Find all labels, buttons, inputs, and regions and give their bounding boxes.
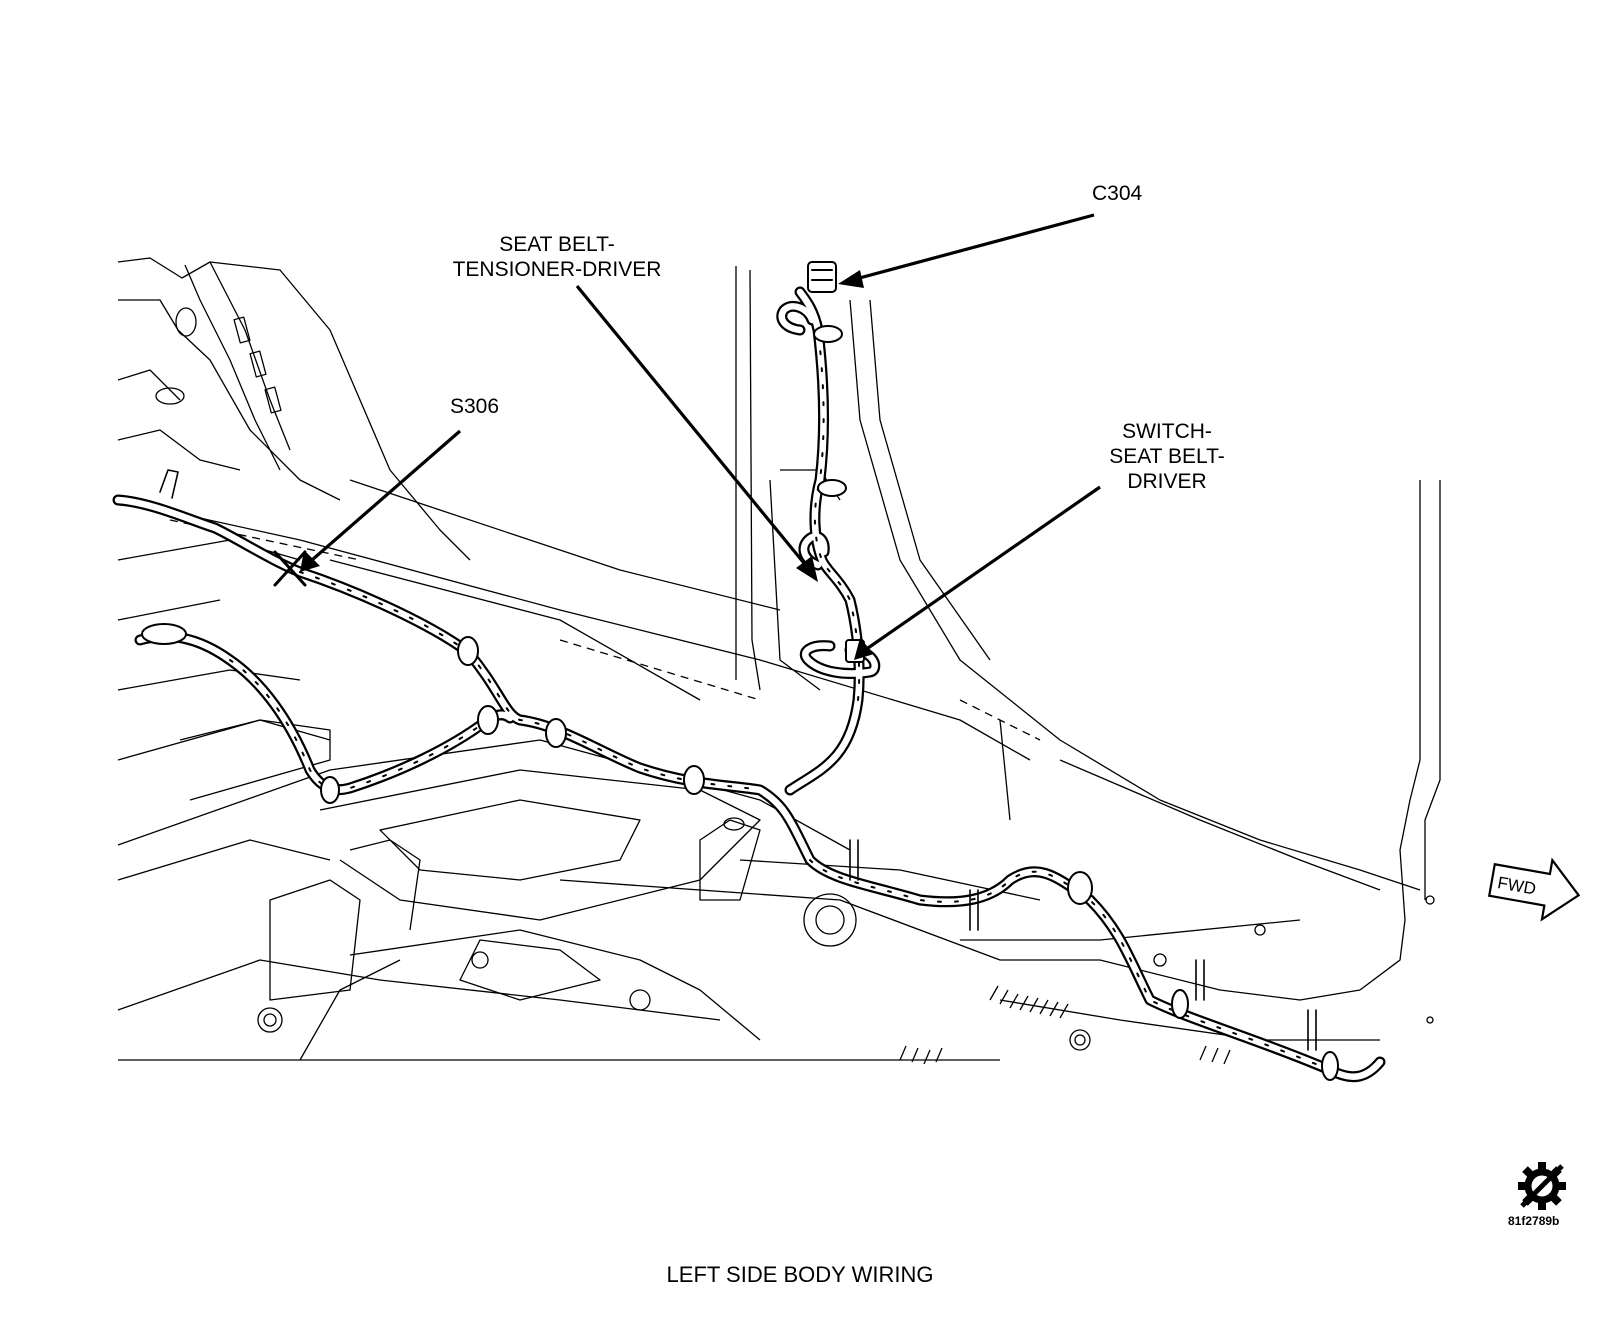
label-switch-seat-belt-line-1: SWITCH- [1122, 420, 1212, 443]
label-seat-belt-tensioner-line-2: TENSIONER-DRIVER [452, 258, 662, 281]
vehicle-body-outline [117, 257, 1441, 1065]
forward-arrow-icon: FWD [1487, 857, 1581, 922]
connector-c304-shape [807, 261, 837, 293]
label-s306: S306 [450, 395, 500, 418]
leader-arrowheads [300, 270, 874, 660]
gear-slash-icon [1518, 1162, 1566, 1210]
label-switch-seat-belt-line-3: DRIVER [1127, 470, 1207, 493]
wiring-harness [112, 261, 1386, 1083]
label-seat-belt-tensioner-line-1: SEAT BELT- [499, 233, 615, 256]
figure-code: 81f2789b [1508, 1214, 1560, 1228]
label-seat-belt-tensioner-driver: SEAT BELT- TENSIONER-DRIVER [432, 232, 682, 282]
label-switch-seat-belt-line-2: SEAT BELT- [1109, 445, 1225, 468]
leader-lines [310, 213, 1101, 650]
splice-s306-mark [273, 550, 307, 587]
label-c304: C304 [1092, 182, 1143, 205]
figure-caption: LEFT SIDE BODY WIRING [666, 1262, 934, 1287]
label-switch-seat-belt-driver: SWITCH- SEAT BELT- DRIVER [1092, 419, 1242, 494]
